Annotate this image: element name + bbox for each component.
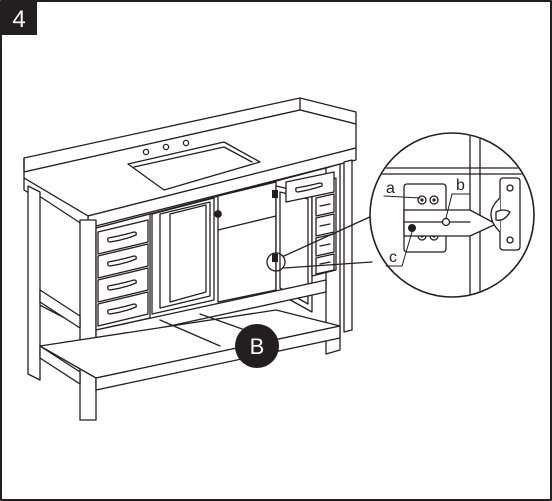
vanity-cabinet: B xyxy=(23,97,357,421)
right-drawers xyxy=(285,171,335,275)
left-drawers xyxy=(97,219,149,327)
part-badge-label: B xyxy=(250,334,265,359)
callout-c: c xyxy=(389,249,397,266)
step-number: 4 xyxy=(12,6,25,33)
sink-basin xyxy=(127,141,261,191)
door-knob xyxy=(214,210,222,218)
hinge-callout: a b c xyxy=(266,132,535,298)
part-badge-b: B xyxy=(235,324,279,368)
open-door xyxy=(272,185,313,313)
hinge-highlight-circle xyxy=(266,252,286,272)
faucet-hole-center xyxy=(162,143,170,151)
screw-b xyxy=(441,217,451,227)
step-number-box xyxy=(1,1,37,35)
callout-b: b xyxy=(456,177,465,194)
faucet-hole-left xyxy=(142,148,150,156)
screw-c xyxy=(408,224,416,232)
faucet-hole-right xyxy=(182,139,190,147)
callout-a: a xyxy=(386,180,395,197)
